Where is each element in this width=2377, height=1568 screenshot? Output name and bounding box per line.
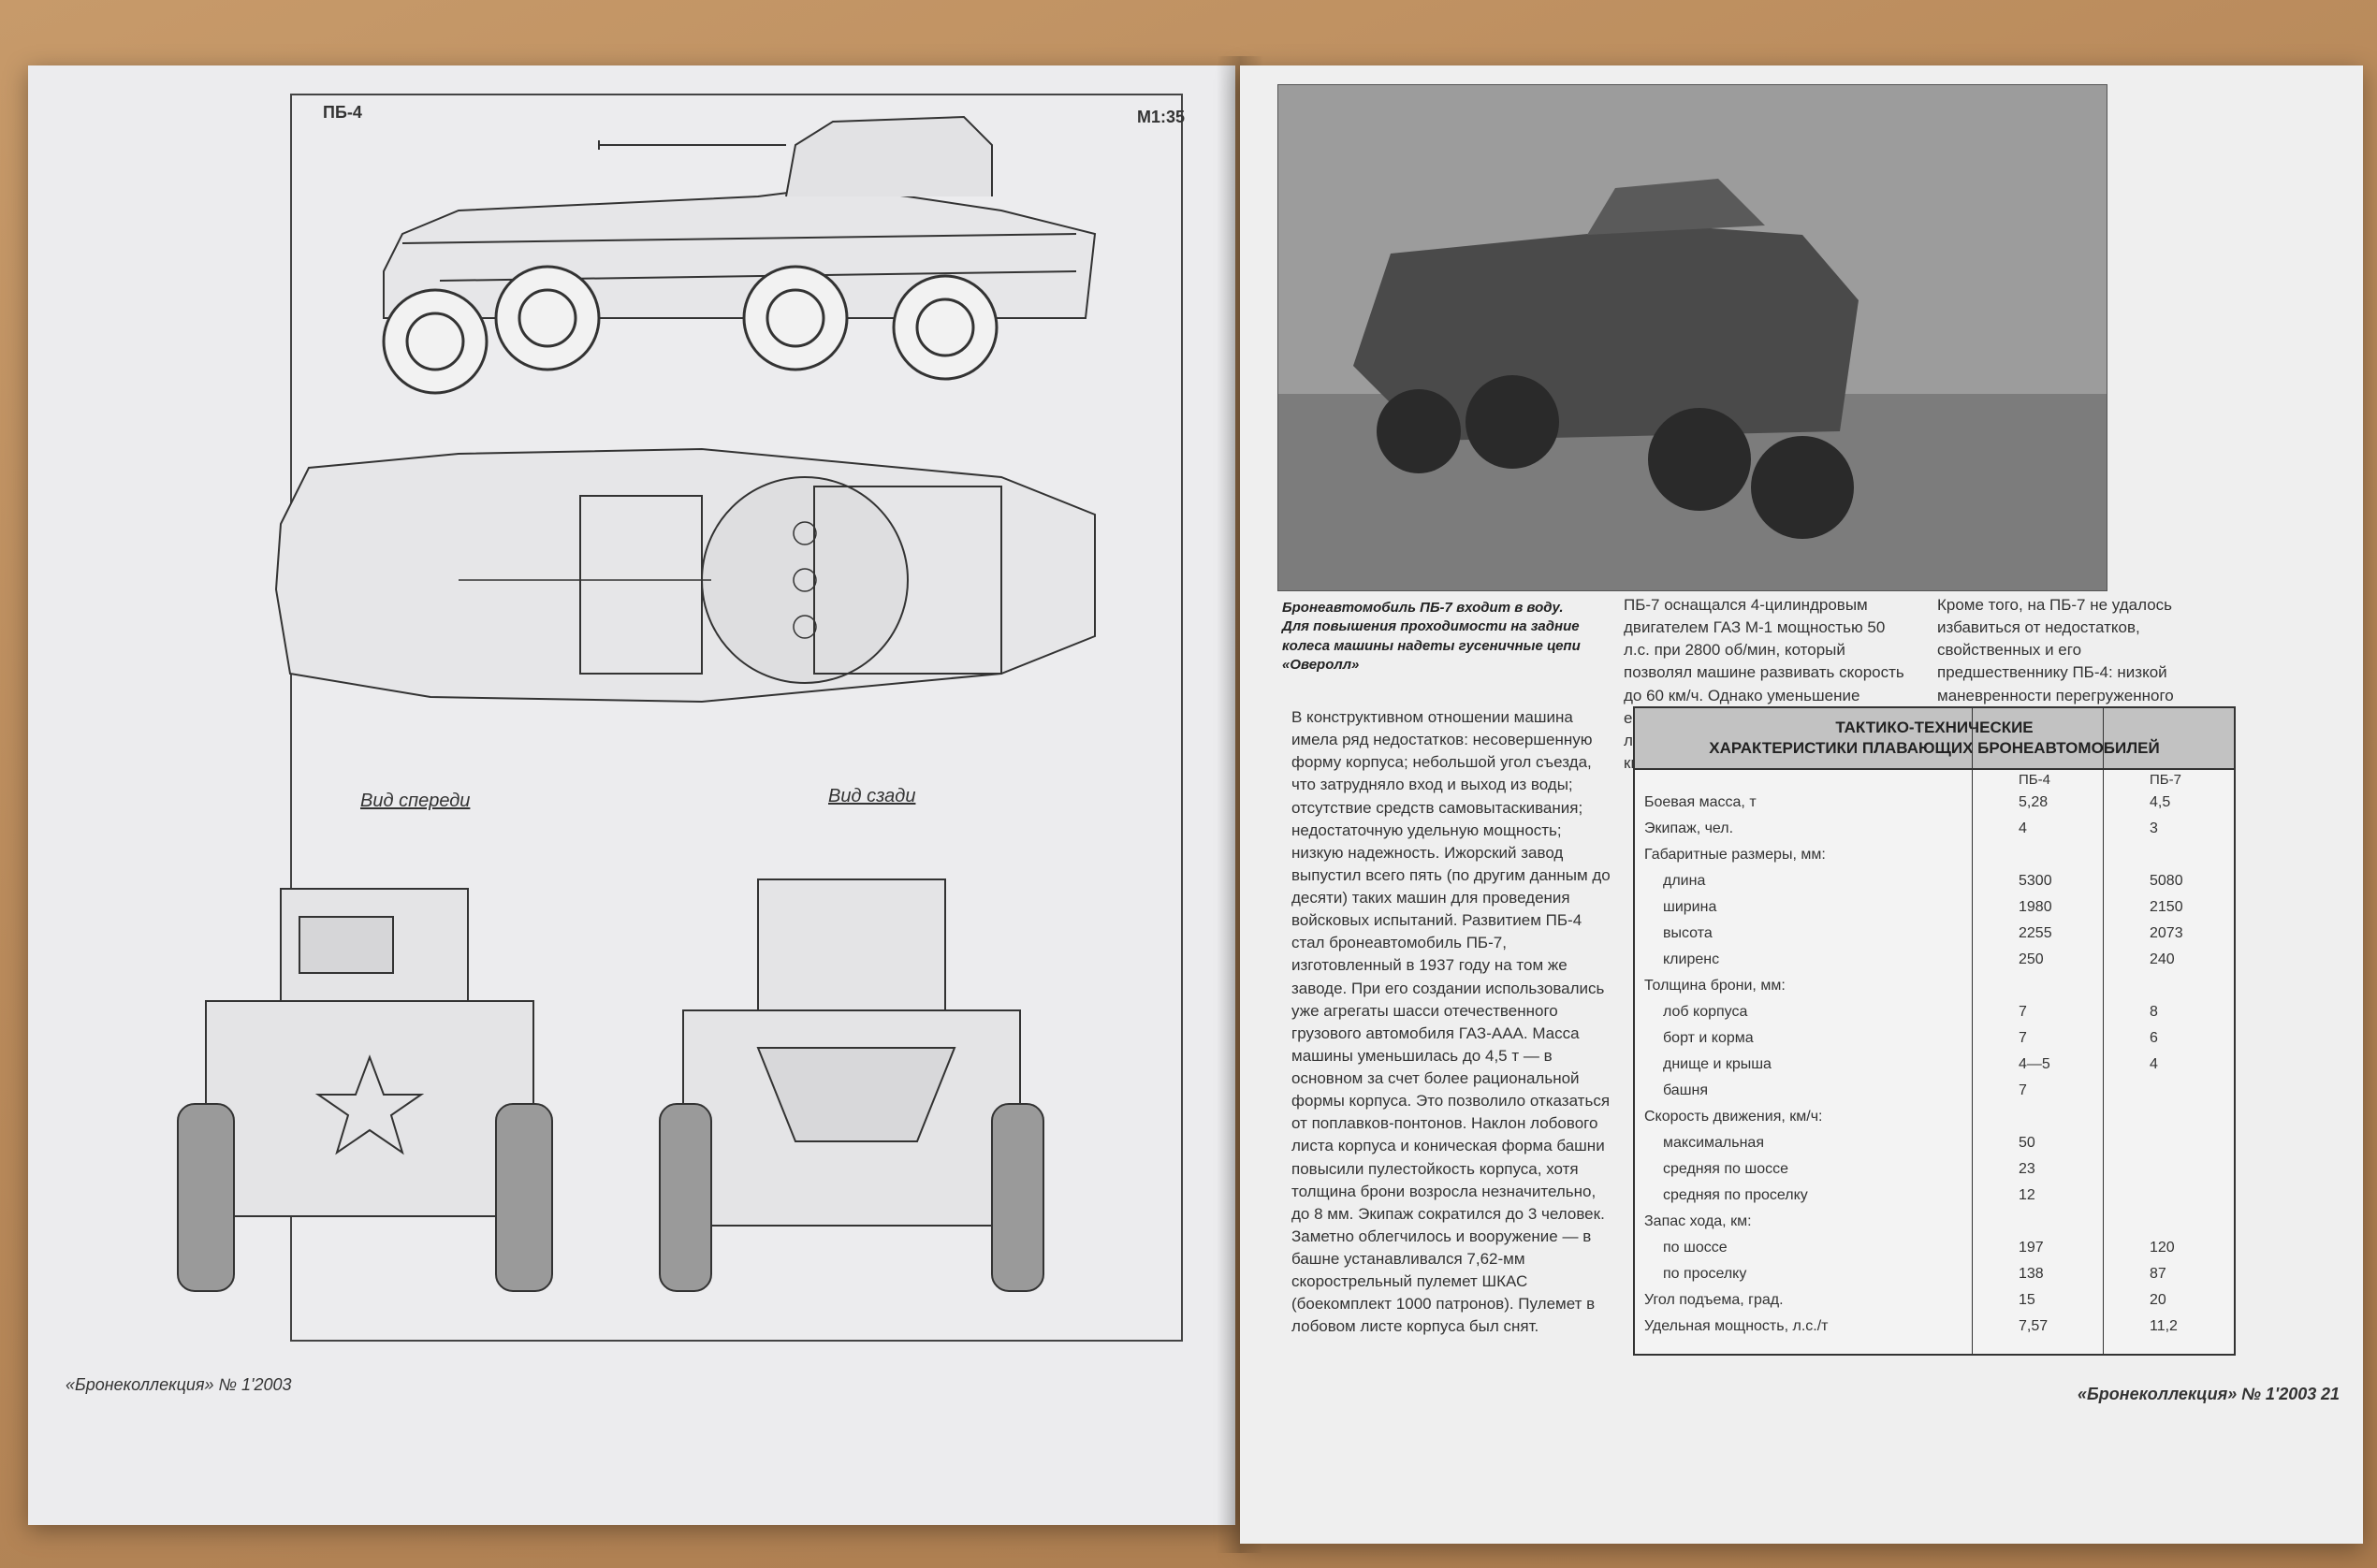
caption-front-view: Вид спереди bbox=[360, 791, 471, 811]
armored-car-photo bbox=[1278, 85, 2107, 590]
table-title-line2: ХАРАКТЕРИСТИКИ ПЛАВАЮЩИХ БРОНЕАВТОМОБИЛЕ… bbox=[1709, 739, 2160, 758]
table-col-header-pb4: ПБ-4 bbox=[2019, 772, 2050, 788]
frame-label-left: ПБ-4 bbox=[323, 103, 362, 122]
left-footer: «Бронеколлекция» № 1'2003 bbox=[66, 1375, 292, 1394]
table-title: ТАКТИКО-ТЕХНИЧЕСКИЕ ХАРАКТЕРИСТИКИ ПЛАВА… bbox=[1635, 708, 2234, 771]
table-title-line1: ТАКТИКО-ТЕХНИЧЕСКИЕ bbox=[1835, 719, 2034, 736]
photo-caption: Бронеавтомобиль ПБ-7 входит в воду. Для … bbox=[1282, 600, 1581, 673]
rear-view-drawing bbox=[659, 878, 1044, 1292]
top-view-drawing bbox=[274, 447, 1096, 704]
table-col-divider-2 bbox=[2103, 708, 2104, 1354]
side-view-drawing bbox=[382, 115, 1097, 395]
front-view-drawing bbox=[177, 888, 553, 1292]
text-column-main: В конструктивном отношении машина имела … bbox=[1291, 708, 1611, 1336]
table-col-divider-1 bbox=[1972, 708, 1973, 1354]
red-star-icon bbox=[314, 1054, 425, 1155]
drawing-frame bbox=[290, 94, 1183, 1342]
right-footer: «Бронеколлекция» № 1'2003 bbox=[2078, 1385, 2317, 1403]
caption-rear-view: Вид сзади bbox=[828, 786, 916, 806]
page-number: 21 bbox=[2321, 1385, 2341, 1403]
specs-table: ТАКТИКО-ТЕХНИЧЕСКИЕ ХАРАКТЕРИСТИКИ ПЛАВА… bbox=[1633, 706, 2236, 1356]
photo-pb7-amphibious bbox=[1277, 84, 2107, 591]
table-col-header-pb7: ПБ-7 bbox=[2150, 772, 2181, 788]
frame-label-right: М1:35 bbox=[1137, 108, 1186, 126]
